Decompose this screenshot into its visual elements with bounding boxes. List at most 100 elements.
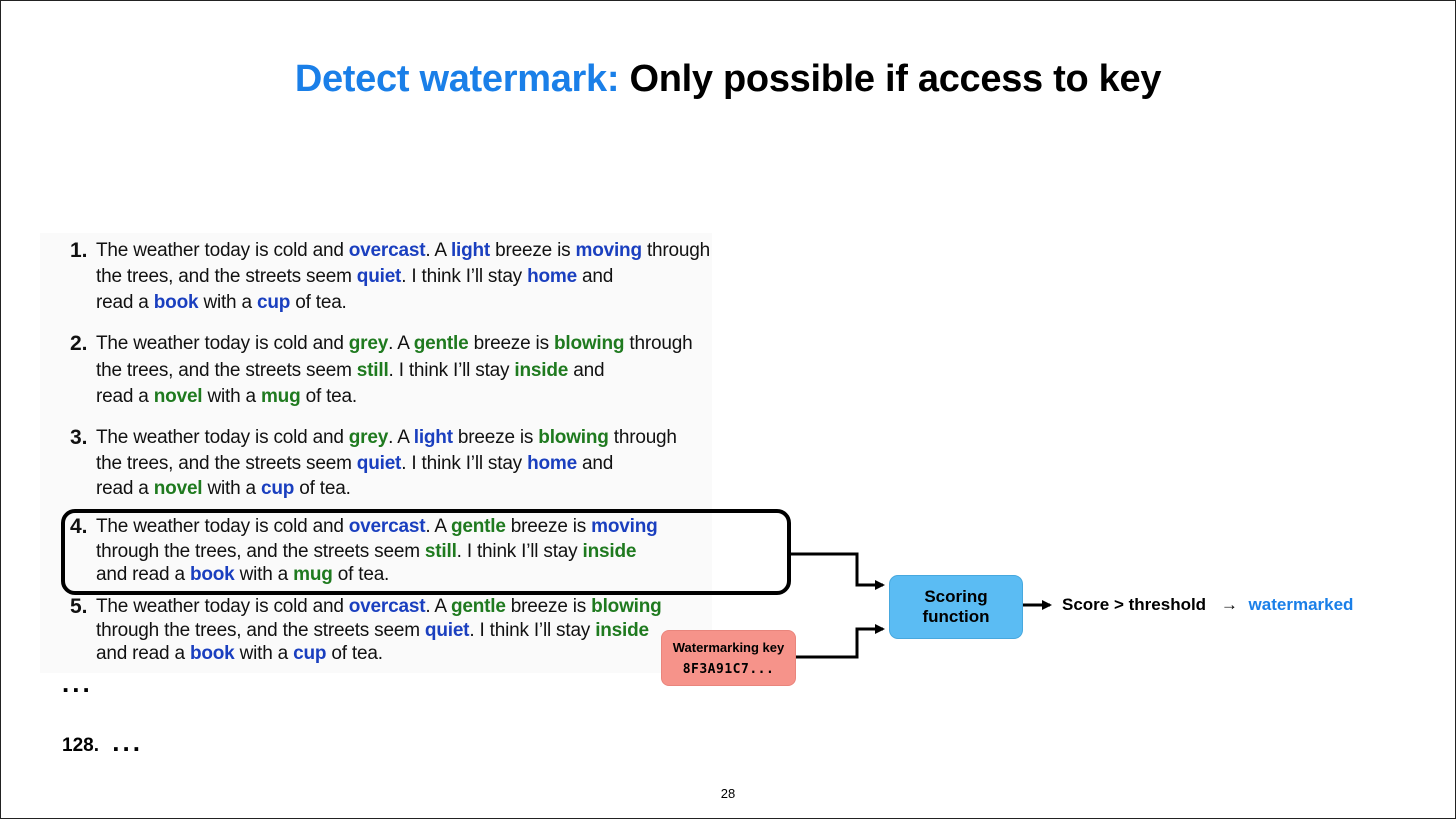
selected-sample-highlight — [61, 509, 791, 595]
result-outcome: watermarked — [1248, 595, 1354, 614]
plain-text: with a — [202, 386, 261, 407]
blue-token: cup — [293, 643, 327, 664]
title-rest: Only possible if access to key — [629, 58, 1162, 100]
key-title: Watermarking key — [672, 640, 785, 655]
plain-text: the trees, and the streets seem — [96, 453, 357, 474]
blue-token: light — [413, 427, 453, 448]
blue-token: book — [153, 292, 199, 313]
blue-token: quiet — [356, 266, 402, 287]
green-token: gentle — [450, 516, 506, 537]
plain-text: . A — [425, 240, 451, 261]
plain-text: through — [641, 240, 710, 261]
blue-token: overcast — [348, 596, 426, 617]
plain-text: breeze is — [505, 596, 592, 617]
sample-line: The weather today is cold and grey. A li… — [96, 425, 677, 451]
result-label: Score > threshold → watermarked — [1062, 595, 1353, 615]
green-token: inside — [582, 541, 637, 562]
sample-line: and read a book with a mug of tea. — [96, 562, 389, 588]
blue-token: quiet — [424, 620, 470, 641]
blue-token: book — [189, 643, 235, 664]
plain-text: The weather today is cold and — [96, 596, 349, 617]
ellipsis: ... — [62, 668, 93, 698]
green-token: gentle — [450, 596, 506, 617]
sample-line: read a novel with a cup of tea. — [96, 476, 351, 502]
sample-line: the trees, and the streets seem still. I… — [96, 358, 605, 384]
last-sample-number: 128. — [62, 735, 99, 756]
plain-text: . I think I’ll stay — [401, 266, 528, 287]
plain-text: . I think I’ll stay — [401, 453, 528, 474]
plain-text: through — [608, 427, 677, 448]
blue-token: moving — [575, 240, 643, 261]
plain-text: with a — [234, 643, 294, 664]
plain-text: . A — [425, 516, 451, 537]
plain-text: . A — [388, 333, 414, 354]
sample-number: 1. — [70, 239, 88, 262]
plain-text: of tea. — [294, 478, 351, 499]
plain-text: of tea. — [300, 386, 358, 407]
sample-number: 2. — [70, 332, 88, 355]
plain-text: read a — [96, 386, 154, 407]
sample-line: through the trees, and the streets seem … — [96, 618, 649, 644]
slide-title: Detect watermark: Only possible if acces… — [0, 58, 1456, 101]
plain-text: through the trees, and the streets seem — [96, 620, 425, 641]
blue-token: moving — [591, 516, 658, 537]
plain-text: The weather today is cold and — [96, 333, 349, 354]
plain-text: breeze is — [468, 333, 554, 354]
sample-line: The weather today is cold and overcast. … — [96, 514, 658, 540]
sample-line: read a novel with a mug of tea. — [96, 384, 357, 410]
green-token: still — [356, 360, 389, 381]
plain-text: of tea. — [332, 564, 390, 585]
sample-line: through the trees, and the streets seem … — [96, 539, 636, 565]
blue-token: home — [527, 266, 577, 287]
blue-token: overcast — [348, 240, 426, 261]
page-number: 28 — [720, 786, 736, 801]
green-token: blowing — [591, 596, 662, 617]
sample-line: The weather today is cold and grey. A ge… — [96, 331, 693, 357]
plain-text: with a — [198, 292, 257, 313]
scoring-function-box: Scoring function — [889, 575, 1023, 639]
sample-line: read a book with a cup of tea. — [96, 290, 347, 316]
plain-text: read a — [96, 292, 154, 313]
green-token: inside — [514, 360, 569, 381]
plain-text: read a — [96, 478, 154, 499]
sample-line: the trees, and the streets seem quiet. I… — [96, 451, 613, 477]
green-token: novel — [153, 478, 203, 499]
green-token: grey — [348, 333, 389, 354]
plain-text: . A — [425, 596, 451, 617]
sample-line: The weather today is cold and overcast. … — [96, 238, 710, 264]
text-samples-panel — [40, 233, 712, 673]
last-sample-label: 128. ... — [62, 727, 143, 758]
plain-text: and — [568, 360, 605, 381]
plain-text: through the trees, and the streets seem — [96, 541, 425, 562]
result-condition: Score > threshold — [1062, 595, 1207, 614]
plain-text: and — [576, 453, 614, 474]
green-token: blowing — [553, 333, 625, 354]
plain-text: breeze is — [505, 516, 592, 537]
watermarking-key-box: Watermarking key 8F3A91C7... — [661, 630, 796, 686]
sample-line: the trees, and the streets seem quiet. I… — [96, 264, 613, 290]
green-token: novel — [153, 386, 203, 407]
plain-text: of tea. — [290, 292, 347, 313]
plain-text: and read a — [96, 643, 190, 664]
blue-token: quiet — [356, 453, 402, 474]
plain-text: The weather today is cold and — [96, 516, 349, 537]
scoring-line1: Scoring — [924, 587, 988, 606]
green-token: blowing — [538, 427, 609, 448]
blue-token: light — [450, 240, 491, 261]
plain-text: breeze is — [490, 240, 576, 261]
green-token: gentle — [413, 333, 469, 354]
plain-text: of tea. — [326, 643, 383, 664]
sample-number: 3. — [70, 426, 88, 449]
plain-text: through — [624, 333, 693, 354]
plain-text: The weather today is cold and — [96, 240, 349, 261]
plain-text: breeze is — [452, 427, 539, 448]
plain-text: and — [576, 266, 614, 287]
plain-text: The weather today is cold and — [96, 427, 349, 448]
plain-text: the trees, and the streets seem — [96, 360, 357, 381]
plain-text: . A — [388, 427, 414, 448]
sample-number: 5. — [70, 595, 88, 618]
sample-line: and read a book with a cup of tea. — [96, 641, 383, 667]
green-token: mug — [293, 564, 333, 585]
plain-text: . I think I’ll stay — [456, 541, 583, 562]
last-sample-dots: ... — [112, 727, 143, 757]
